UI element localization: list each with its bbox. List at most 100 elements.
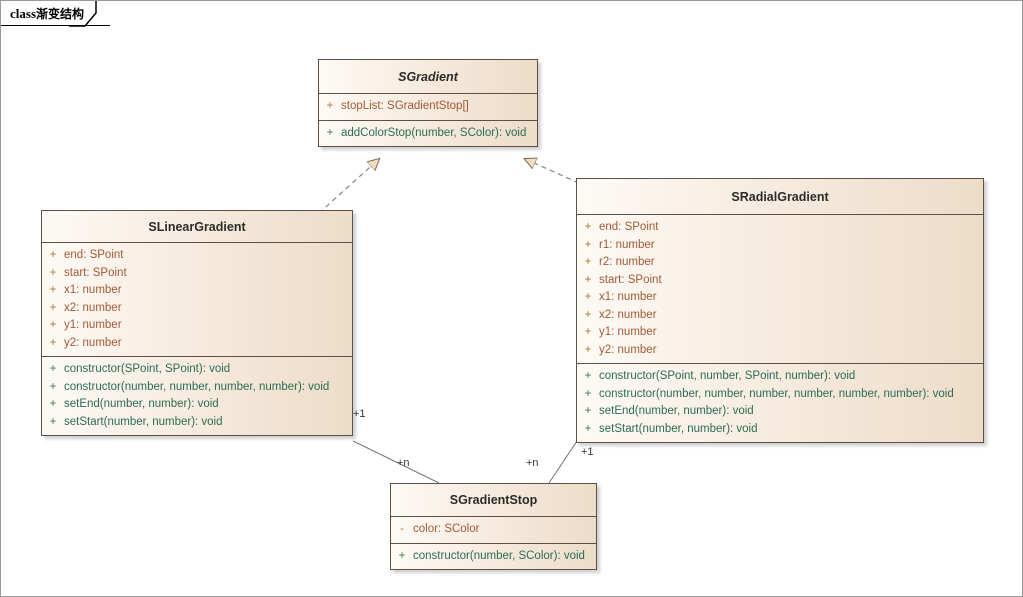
attribute-text: y2: number xyxy=(599,343,657,356)
multiplicity-linear-source: +1 xyxy=(353,408,366,420)
class-box-sgradientstop[interactable]: SGradientStop - color: SColor + construc… xyxy=(390,483,597,570)
attribute-text: stopList: SGradientStop[] xyxy=(341,100,469,112)
attribute-row: + y1: number xyxy=(42,317,352,335)
class-box-sradialgradient[interactable]: SRadialGradient + end: SPoint + r1: numb… xyxy=(576,178,984,443)
attribute-row: + start: SPoint xyxy=(577,272,983,290)
realization-line-radial xyxy=(525,159,580,184)
frame-title-tab: class渐变结构 xyxy=(1,1,111,26)
operation-row: + setEnd(number, number): void xyxy=(42,396,352,414)
attribute-row: + stopList: SGradientStop[] xyxy=(319,98,537,116)
attribute-text: x2: number xyxy=(64,301,122,314)
visibility-marker: + xyxy=(49,363,57,375)
visibility-marker: + xyxy=(49,336,57,349)
attribute-row: + y2: number xyxy=(577,342,983,360)
frame-tab-corner xyxy=(69,1,97,27)
visibility-marker: + xyxy=(49,284,57,296)
attribute-row: + r1: number xyxy=(577,237,983,255)
multiplicity-radial-target: +n xyxy=(526,457,539,469)
operation-row: + constructor(number, number, number, nu… xyxy=(42,379,352,397)
association-line-linear-stop xyxy=(352,440,440,484)
attribute-row: + y2: number xyxy=(42,335,352,353)
operation-text: addColorStop(number, SColor): void xyxy=(341,126,527,139)
operations-section-sgradientstop: + constructor(number, SColor): void xyxy=(391,542,596,570)
visibility-marker: + xyxy=(584,238,592,251)
frame-title-label: 渐变结构 xyxy=(36,6,85,21)
operation-text: constructor(SPoint, number, SPoint, numb… xyxy=(599,370,856,382)
visibility-marker: + xyxy=(49,249,57,261)
attributes-section-slineargradient: + end: SPoint + start: SPoint + x1: numb… xyxy=(42,243,352,356)
operation-text: setEnd(number, number): void xyxy=(599,405,754,417)
operation-row: + addColorStop(number, SColor): void xyxy=(319,125,537,143)
attribute-text: r1: number xyxy=(599,238,655,251)
frame-title-text: class渐变结构 xyxy=(10,5,84,22)
realization-line-linear xyxy=(318,159,379,214)
class-box-slineargradient[interactable]: SLinearGradient + end: SPoint + start: S… xyxy=(41,210,353,436)
visibility-marker: + xyxy=(49,266,57,279)
visibility-marker: + xyxy=(398,549,406,562)
visibility-marker: - xyxy=(400,523,404,535)
attribute-text: start: SPoint xyxy=(599,273,662,286)
multiplicity-linear-target: +n xyxy=(397,457,410,469)
operation-row: + constructor(SPoint, number, SPoint, nu… xyxy=(577,368,983,386)
visibility-marker: + xyxy=(584,256,592,268)
attribute-row: + r2: number xyxy=(577,254,983,272)
visibility-marker: + xyxy=(584,387,592,400)
operation-row: + constructor(number, number, number, nu… xyxy=(577,386,983,404)
visibility-marker: + xyxy=(326,126,334,139)
operation-row: + setStart(number, number): void xyxy=(577,421,983,439)
operation-row: + setStart(number, number): void xyxy=(42,414,352,432)
operation-text: constructor(number, number, number, numb… xyxy=(64,380,330,393)
visibility-marker: + xyxy=(584,273,592,286)
attribute-row: + x1: number xyxy=(577,289,983,307)
attribute-text: end: SPoint xyxy=(64,249,124,261)
visibility-marker: + xyxy=(584,405,592,417)
attributes-section-sgradientstop: - color: SColor xyxy=(391,517,596,543)
attribute-text: color: SColor xyxy=(413,523,480,535)
attribute-row: + x1: number xyxy=(42,282,352,300)
attribute-text: r2: number xyxy=(599,256,655,268)
visibility-marker: + xyxy=(49,380,57,393)
visibility-marker: + xyxy=(49,319,57,331)
operation-row: + constructor(number, SColor): void xyxy=(391,548,596,566)
class-name-sgradientstop: SGradientStop xyxy=(391,484,596,517)
attribute-text: x1: number xyxy=(599,291,657,303)
attribute-text: start: SPoint xyxy=(64,266,127,279)
attribute-row: + end: SPoint xyxy=(577,219,983,237)
class-name-sgradient: SGradient xyxy=(319,60,537,94)
visibility-marker: + xyxy=(584,291,592,303)
class-box-sgradient[interactable]: SGradient + stopList: SGradientStop[] + … xyxy=(318,59,538,147)
operation-row: + constructor(SPoint, SPoint): void xyxy=(42,361,352,379)
visibility-marker: + xyxy=(584,422,592,435)
attribute-row: + y1: number xyxy=(577,324,983,342)
visibility-marker: + xyxy=(584,326,592,338)
visibility-marker: + xyxy=(49,301,57,314)
visibility-marker: + xyxy=(49,415,57,428)
attributes-section-sradialgradient: + end: SPoint + r1: number + r2: number … xyxy=(577,215,983,363)
attribute-row: + end: SPoint xyxy=(42,247,352,265)
operation-text: constructor(number, SColor): void xyxy=(413,549,585,562)
operation-row: + setEnd(number, number): void xyxy=(577,403,983,421)
operations-section-sradialgradient: + constructor(SPoint, number, SPoint, nu… xyxy=(577,363,983,442)
operation-text: constructor(number, number, number, numb… xyxy=(599,387,954,400)
attribute-text: y1: number xyxy=(64,319,122,331)
attribute-row: - color: SColor xyxy=(391,521,596,539)
association-line-radial-stop xyxy=(548,440,578,484)
attribute-text: y1: number xyxy=(599,326,657,338)
operation-text: setEnd(number, number): void xyxy=(64,398,219,410)
class-name-slineargradient: SLinearGradient xyxy=(42,211,352,243)
operations-section-slineargradient: + constructor(SPoint, SPoint): void + co… xyxy=(42,356,352,435)
attribute-row: + start: SPoint xyxy=(42,265,352,283)
attribute-text: x2: number xyxy=(599,308,657,321)
operation-text: setStart(number, number): void xyxy=(64,415,223,428)
visibility-marker: + xyxy=(584,308,592,321)
attribute-text: y2: number xyxy=(64,336,122,349)
attribute-text: end: SPoint xyxy=(599,221,659,233)
operation-text: setStart(number, number): void xyxy=(599,422,758,435)
visibility-marker: + xyxy=(326,100,334,112)
multiplicity-radial-source: +1 xyxy=(581,446,594,458)
visibility-marker: + xyxy=(584,343,592,356)
attribute-row: + x2: number xyxy=(42,300,352,318)
visibility-marker: + xyxy=(584,221,592,233)
